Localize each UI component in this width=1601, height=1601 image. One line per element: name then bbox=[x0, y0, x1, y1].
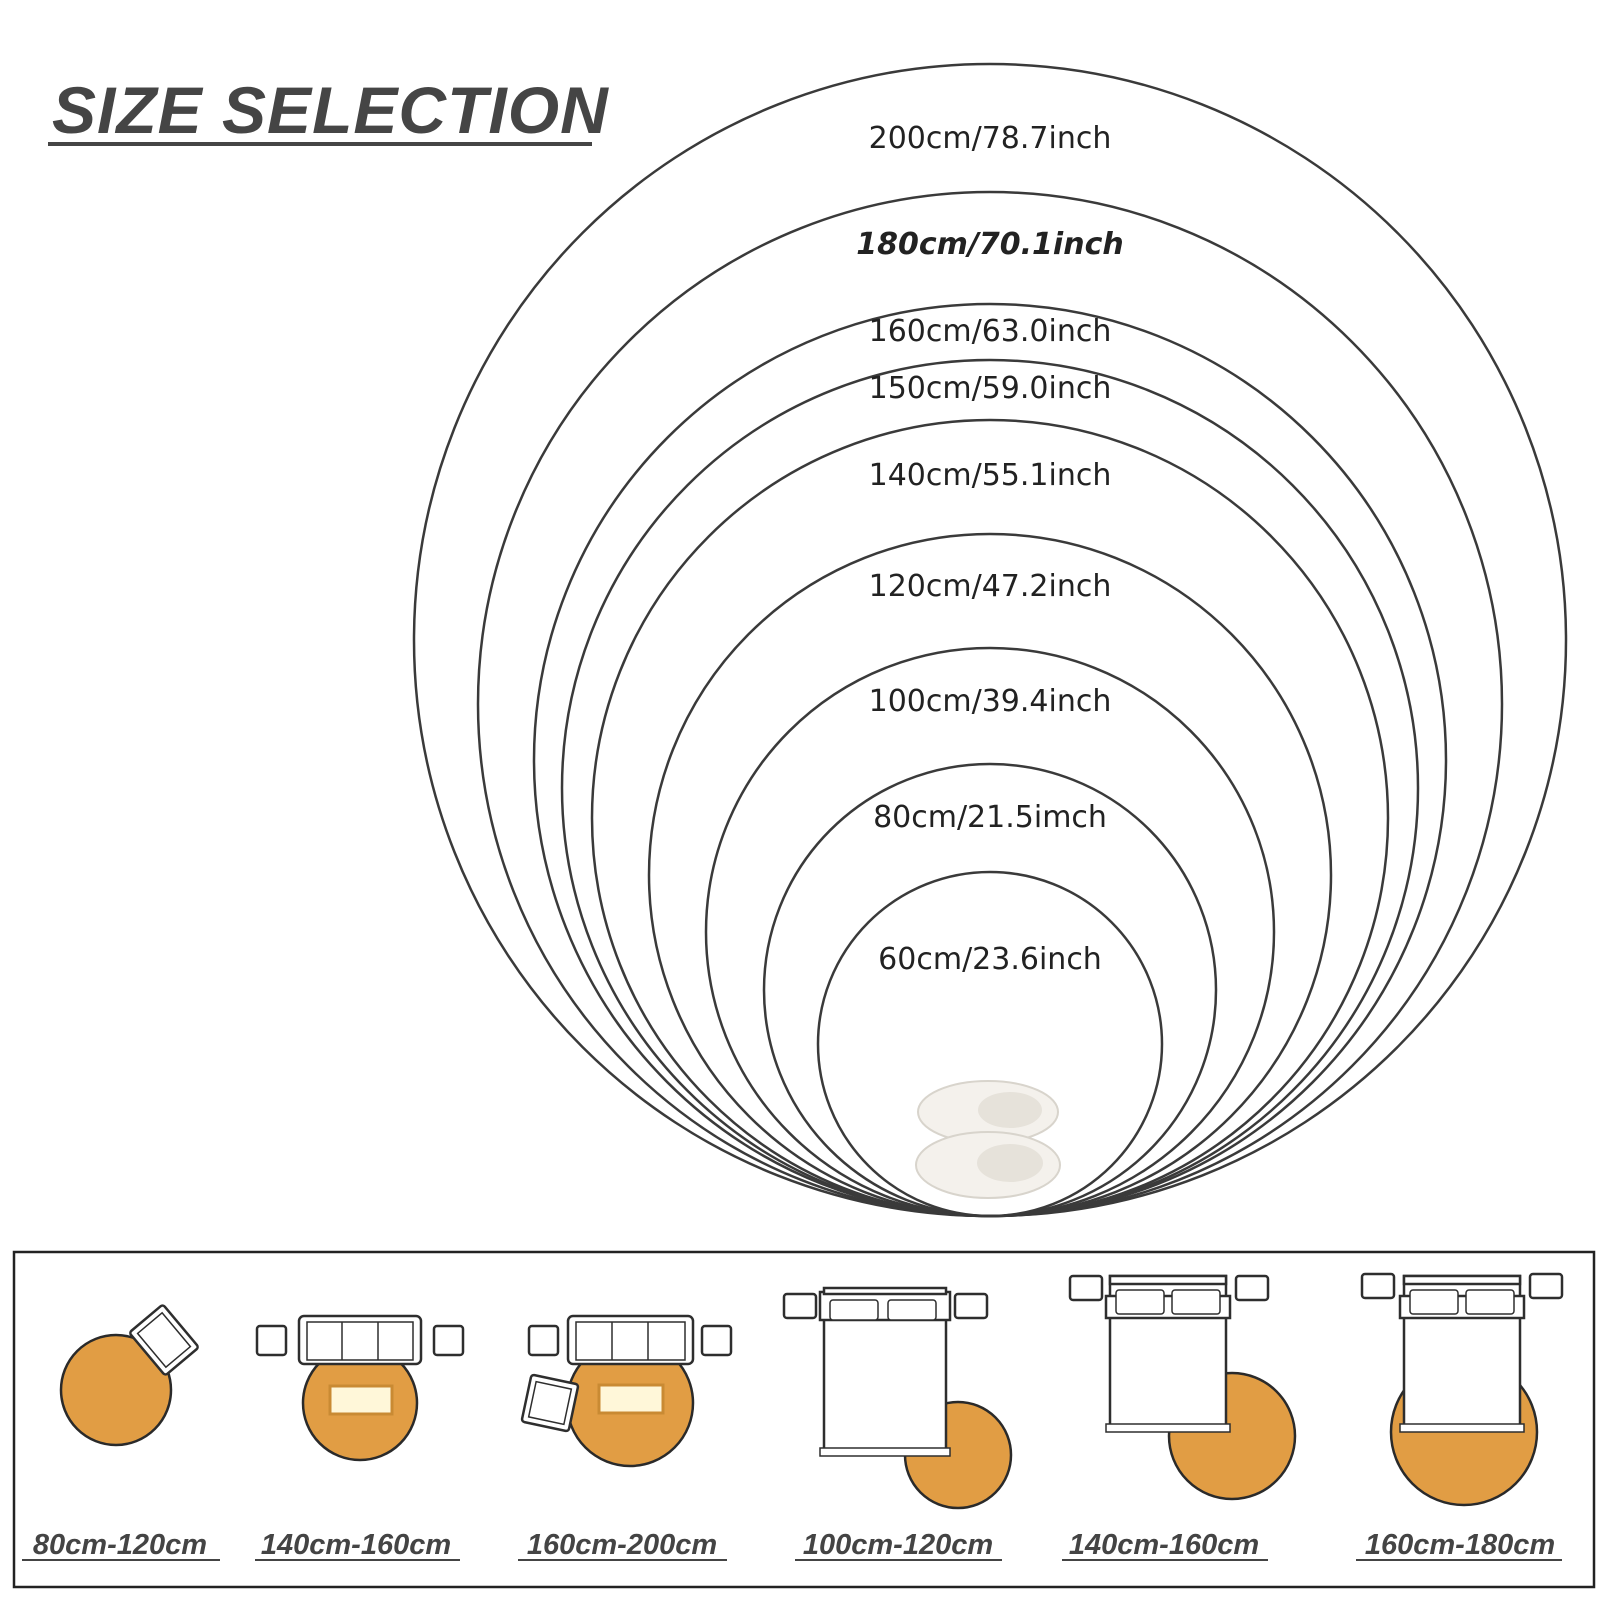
armchair-icon bbox=[129, 1304, 199, 1376]
side-table-icon bbox=[527, 1324, 560, 1357]
ring-label-180cm: 180cm/70.1inch bbox=[856, 227, 1123, 262]
page-title: SIZE SELECTION bbox=[52, 73, 609, 147]
nightstand-icon bbox=[1528, 1272, 1564, 1300]
pillow-icon bbox=[829, 1299, 879, 1321]
coffee-table-icon bbox=[328, 1384, 394, 1416]
scene-bed-small bbox=[782, 1286, 1013, 1510]
rug-icon bbox=[59, 1333, 173, 1447]
ring-label-80cm: 80cm/21.5imch bbox=[873, 800, 1107, 835]
ring-label-160cm: 160cm/63.0inch bbox=[869, 314, 1112, 349]
bed-icon bbox=[822, 1294, 948, 1456]
scene-label: 140cm-160cm bbox=[261, 1529, 451, 1561]
nightstand-icon bbox=[782, 1292, 818, 1320]
scenes-panel bbox=[12, 1250, 1596, 1589]
scene-bed-medium bbox=[1068, 1274, 1297, 1501]
ring-label-150cm: 150cm/59.0inch bbox=[869, 371, 1112, 406]
scene-labels: 80cm-120cm 140cm-160cm 160cm-200cm 100cm… bbox=[22, 1529, 1562, 1561]
ring-labels: 200cm/78.7inch 180cm/70.1inch 160cm/63.0… bbox=[856, 121, 1123, 977]
pillow-icon bbox=[1115, 1289, 1165, 1315]
side-table-icon bbox=[255, 1324, 288, 1357]
armchair-icon bbox=[520, 1373, 580, 1433]
nightstand-icon bbox=[1234, 1274, 1270, 1302]
ring-label-120cm: 120cm/47.2inch bbox=[869, 569, 1112, 604]
scene-label: 80cm-120cm bbox=[33, 1529, 207, 1561]
ring-60cm bbox=[816, 870, 1164, 1218]
ring-label-60cm: 60cm/23.6inch bbox=[878, 942, 1102, 977]
scene-label: 160cm-180cm bbox=[1365, 1529, 1555, 1561]
pillow-icon bbox=[1171, 1289, 1221, 1315]
scene-label: 160cm-200cm bbox=[527, 1529, 717, 1561]
pillow-icon bbox=[887, 1299, 937, 1321]
scene-sofa-table bbox=[255, 1314, 465, 1462]
ring-label-200cm: 200cm/78.7inch bbox=[869, 121, 1112, 156]
side-table-icon bbox=[700, 1324, 733, 1357]
pillow-icon bbox=[1465, 1289, 1515, 1315]
ring-160cm bbox=[532, 302, 1448, 1218]
ring-label-100cm: 100cm/39.4inch bbox=[869, 684, 1112, 719]
scene-chair bbox=[59, 1304, 199, 1447]
ring-label-140cm: 140cm/55.1inch bbox=[869, 458, 1112, 493]
coffee-table-icon bbox=[597, 1383, 665, 1415]
pillow-icon bbox=[1409, 1289, 1459, 1315]
scene-bed-large bbox=[1360, 1272, 1564, 1507]
side-table-icon bbox=[432, 1324, 465, 1357]
scene-label: 100cm-120cm bbox=[803, 1529, 993, 1561]
nightstand-icon bbox=[953, 1292, 989, 1320]
scene-label: 140cm-160cm bbox=[1069, 1529, 1259, 1561]
ring-group bbox=[412, 62, 1568, 1218]
nightstand-icon bbox=[1068, 1274, 1104, 1302]
nightstand-icon bbox=[1360, 1272, 1396, 1300]
slippers-icon bbox=[915, 1080, 1061, 1199]
scene-sofa-table-chair bbox=[520, 1314, 733, 1468]
